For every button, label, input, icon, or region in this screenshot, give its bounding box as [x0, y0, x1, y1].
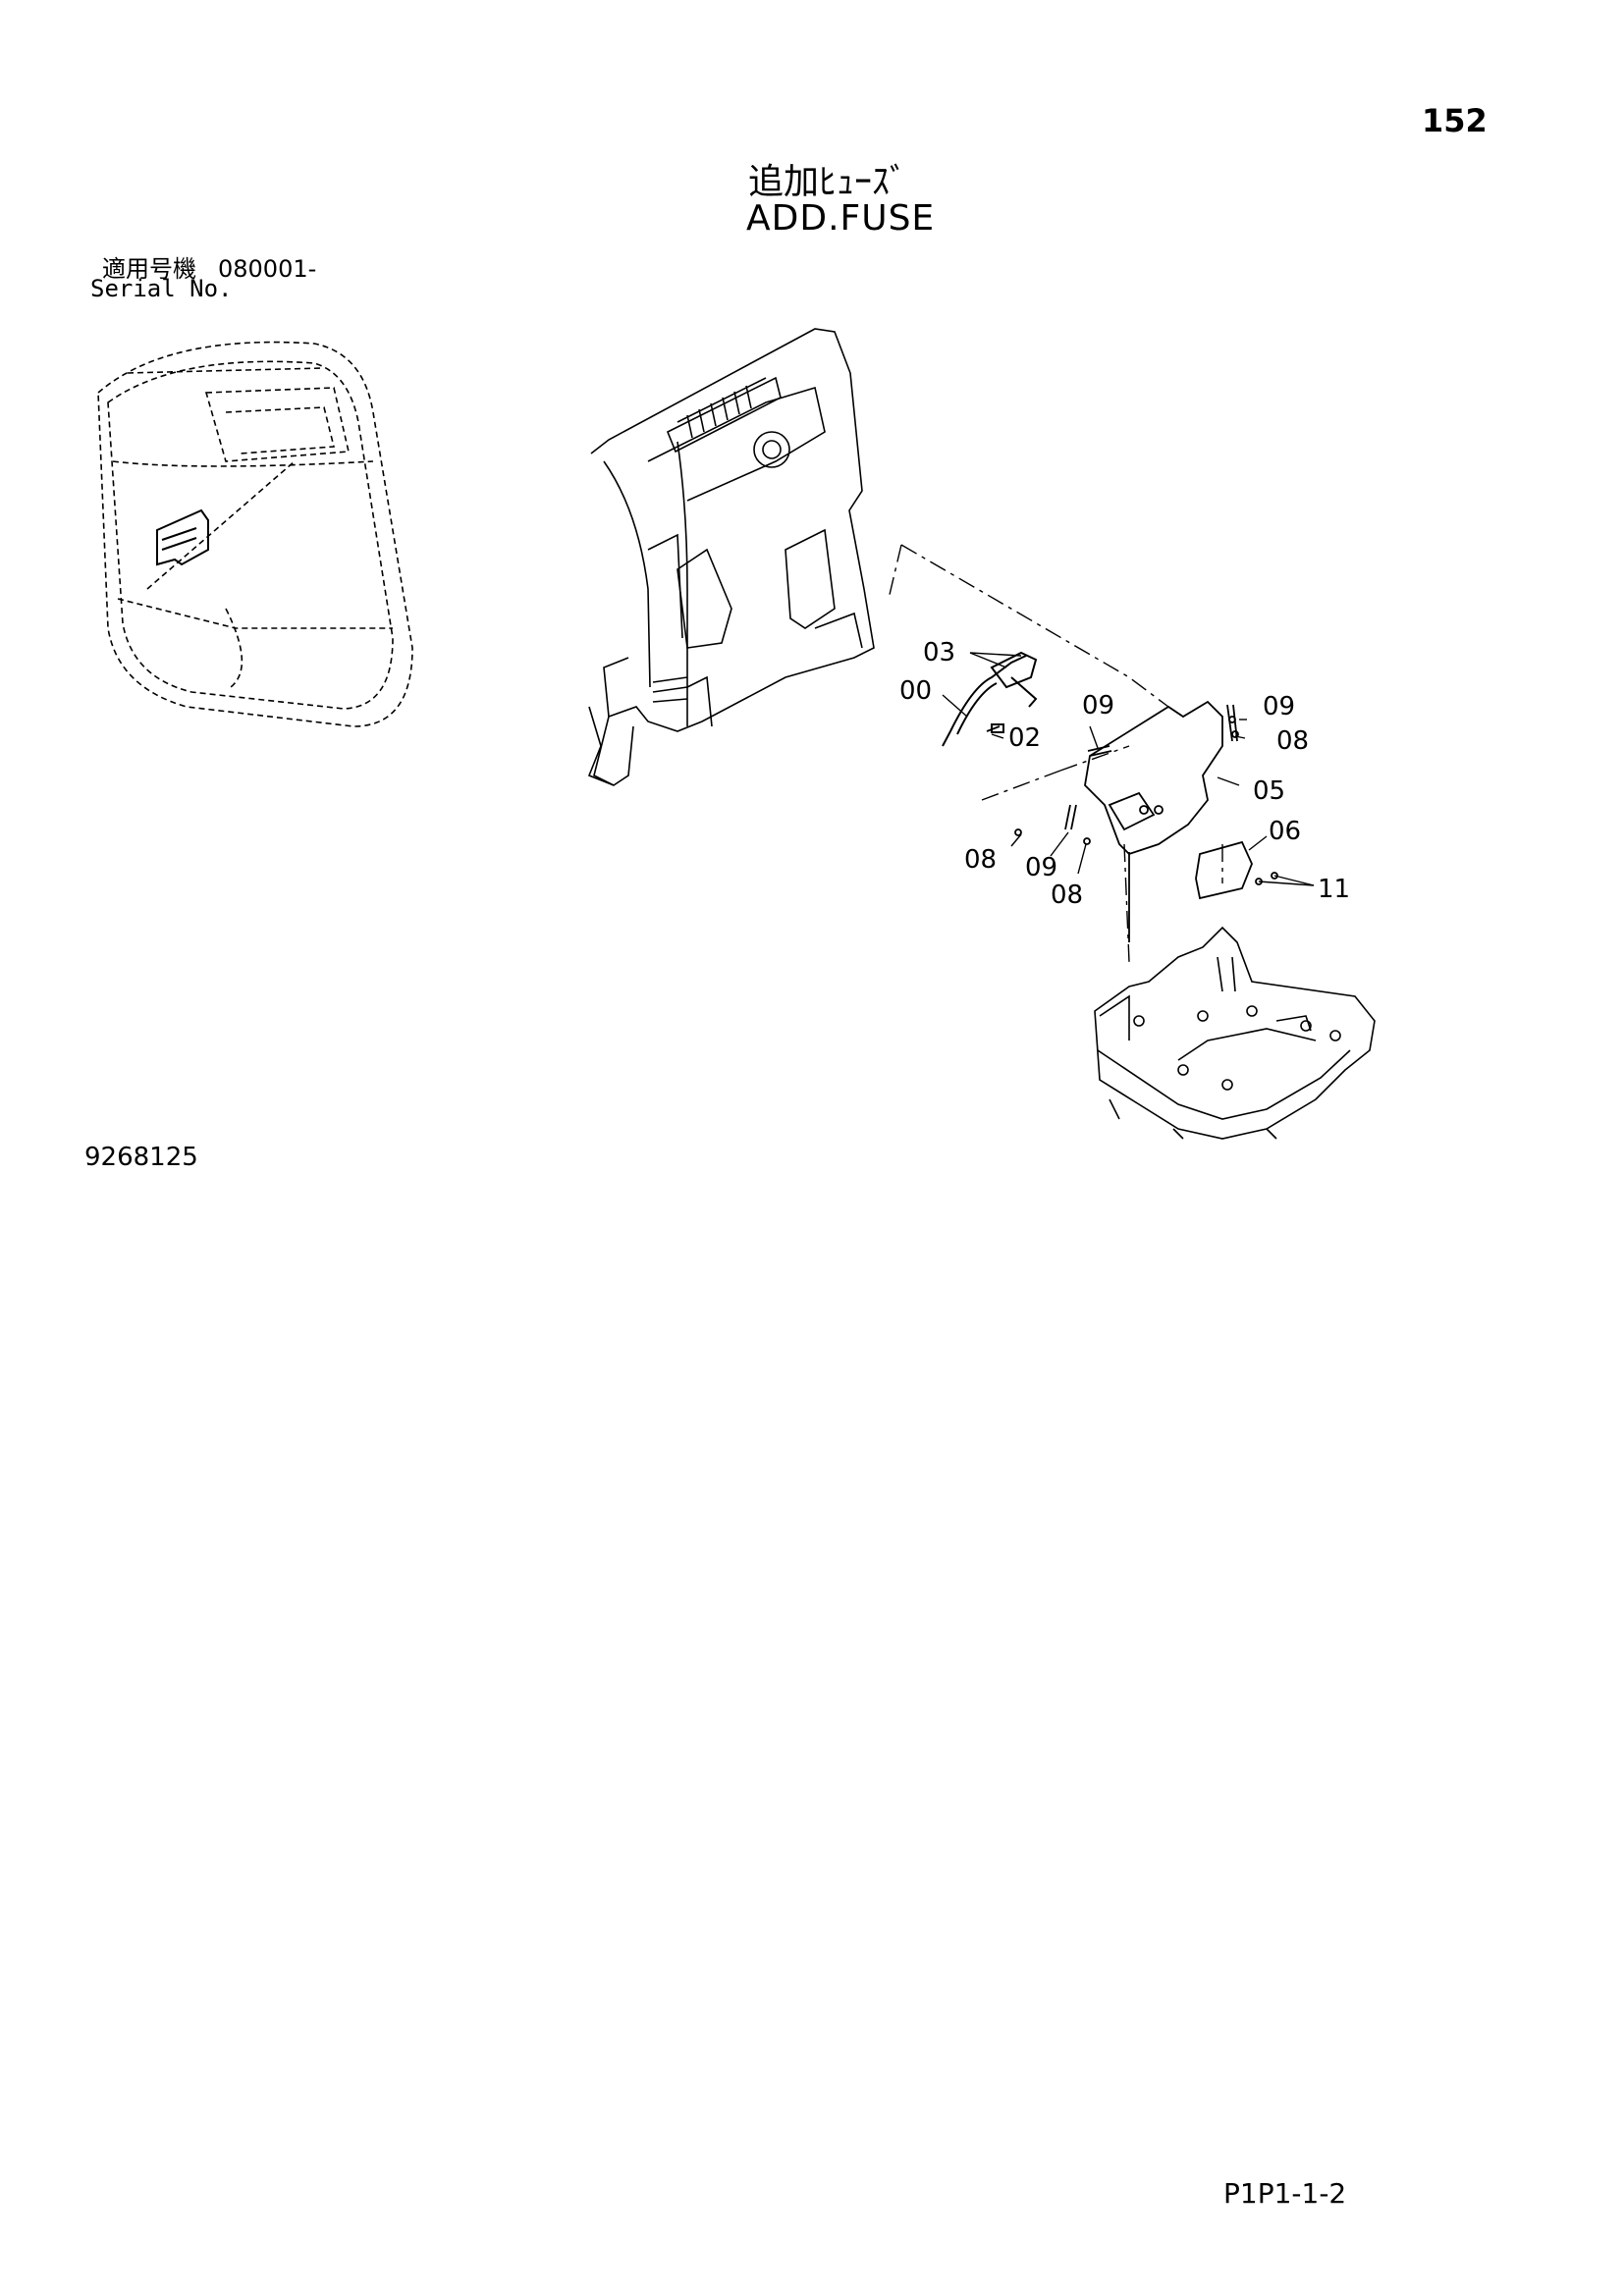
- fasteners: [986, 704, 1278, 885]
- callout-11: 11: [1318, 875, 1350, 904]
- callout-08-right: 08: [1276, 726, 1309, 756]
- cab-fuse-bracket-highlight: [156, 508, 209, 566]
- serial-applicability: 適用号機 080001-: [102, 249, 316, 284]
- serial-value: 080001-: [218, 255, 317, 283]
- callout-08-lower: 08: [1051, 881, 1083, 910]
- callout-02: 02: [1008, 723, 1041, 753]
- floor-base-plate: [1094, 926, 1376, 1140]
- callout-05: 05: [1253, 776, 1285, 806]
- phantom-outline: [888, 544, 1223, 963]
- serial-label-jp: 適用号機: [102, 255, 196, 283]
- title-japanese: 追加ﾋｭｰｽﾞ: [748, 162, 908, 202]
- callout-00: 00: [899, 676, 932, 706]
- console-panel: [587, 328, 875, 786]
- callout-09-lower: 09: [1025, 853, 1057, 882]
- title-english: ADD.FUSE: [746, 198, 936, 239]
- callout-03: 03: [923, 638, 955, 667]
- bracket-05: [1084, 700, 1223, 942]
- serial-label-en: Serial No.: [90, 275, 233, 302]
- cover-06: [1195, 840, 1253, 900]
- page-code: P1P1-1-2: [1223, 2177, 1347, 2210]
- callout-06: 06: [1269, 817, 1301, 846]
- drawing-number: 9268125: [84, 1143, 198, 1172]
- callout-09-upper: 09: [1082, 691, 1114, 721]
- cab-location-view: [97, 341, 413, 727]
- leader-lines: [942, 652, 1315, 886]
- callout-09-right: 09: [1263, 692, 1295, 721]
- callout-labels: 03 00 02 09 09 08 05 06 08 09 08 11: [899, 638, 1350, 910]
- callout-08-left: 08: [964, 845, 997, 875]
- page-number: 152: [1422, 102, 1488, 139]
